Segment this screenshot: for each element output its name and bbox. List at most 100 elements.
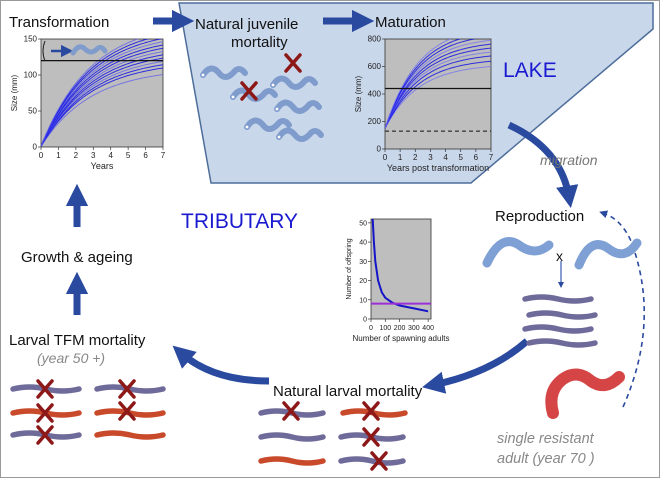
growth-curve bbox=[41, 64, 163, 147]
mortality-cross bbox=[362, 427, 380, 447]
growth-curve bbox=[41, 39, 139, 147]
dashed-arrow-resistant-to-reproduction bbox=[599, 210, 646, 408]
juvenile-eye bbox=[277, 135, 281, 139]
mortality-cross bbox=[282, 401, 300, 421]
label-lake: LAKE bbox=[503, 59, 557, 82]
y-tick-label: 10 bbox=[359, 297, 367, 304]
larva-offspring bbox=[522, 324, 594, 334]
x-tick-label: 4 bbox=[108, 151, 113, 160]
x-tick-label: 6 bbox=[474, 153, 479, 162]
maturation-curve bbox=[385, 66, 491, 129]
larva bbox=[258, 432, 326, 442]
x-tick-label: 1 bbox=[398, 153, 403, 162]
x-tick-label: 6 bbox=[143, 151, 148, 160]
juvenile-eye bbox=[201, 73, 205, 77]
larva-offspring bbox=[526, 338, 598, 348]
maturation-curve bbox=[385, 55, 491, 129]
juvenile-lamprey bbox=[200, 65, 248, 80]
x-tick-label: 5 bbox=[126, 151, 131, 160]
arrow-natural-to-tfm bbox=[172, 345, 270, 385]
x-tick-label: 3 bbox=[428, 153, 433, 162]
y-tick-label: 600 bbox=[368, 62, 382, 71]
y-tick-label: 100 bbox=[24, 71, 38, 80]
x-tick-label: 2 bbox=[74, 151, 79, 160]
maturation-curve bbox=[385, 43, 491, 129]
juvenile-eye bbox=[231, 95, 235, 99]
mortality-cross bbox=[284, 53, 302, 73]
y-axis-label: Size (mm) bbox=[10, 74, 19, 111]
y-tick-label: 150 bbox=[24, 35, 38, 44]
adult-lamprey bbox=[482, 237, 554, 268]
y-tick-label: 0 bbox=[377, 145, 382, 154]
larva-offspring bbox=[522, 294, 594, 304]
x-tick-label: 0 bbox=[383, 153, 388, 162]
mortality-cross bbox=[240, 81, 258, 101]
label-tributary: TRIBUTARY bbox=[181, 210, 298, 233]
maturation-curve bbox=[385, 39, 491, 129]
x-axis-label: Years bbox=[91, 161, 114, 171]
offspring-curve bbox=[371, 219, 429, 313]
y-tick-label: 30 bbox=[359, 259, 367, 266]
juvenile-lamprey bbox=[244, 117, 292, 132]
arrow-reproduction-to-larval bbox=[422, 338, 530, 394]
label-single-resistant-1: single resistant bbox=[497, 431, 595, 447]
y-tick-label: 50 bbox=[359, 220, 367, 227]
mortality-cross bbox=[36, 403, 54, 423]
growth-curve bbox=[41, 51, 163, 147]
larva bbox=[258, 456, 326, 466]
x-tick-label: 1 bbox=[56, 151, 61, 160]
maturation-curve bbox=[385, 39, 452, 129]
maturation-curve bbox=[385, 47, 491, 129]
growth-curve bbox=[41, 54, 163, 147]
label-maturation: Maturation bbox=[375, 14, 446, 31]
growth-curve bbox=[41, 74, 163, 147]
x-tick-label: 100 bbox=[379, 325, 391, 332]
label-juvenile-mortality-2: mortality bbox=[231, 34, 288, 51]
y-tick-label: 40 bbox=[359, 240, 367, 247]
x-tick-label: 3 bbox=[91, 151, 96, 160]
x-tick-label: 300 bbox=[408, 325, 420, 332]
x-tick-label: 7 bbox=[161, 151, 166, 160]
label-single-resistant-2: adult (year 70 ) bbox=[497, 451, 595, 467]
y-axis-label: Size (mm) bbox=[354, 75, 363, 112]
mortality-cross bbox=[118, 379, 136, 399]
growth-curve bbox=[41, 39, 163, 147]
y-tick-label: 20 bbox=[359, 278, 367, 285]
x-tick-label: 0 bbox=[369, 325, 373, 332]
growth-curve bbox=[41, 67, 163, 147]
y-tick-label: 0 bbox=[363, 317, 367, 324]
x-tick-label: 5 bbox=[458, 153, 463, 162]
size-bracket bbox=[42, 40, 46, 62]
label-cross: x bbox=[556, 248, 563, 264]
growth-curve bbox=[41, 47, 163, 147]
growth-curve bbox=[41, 41, 163, 147]
organism-illustrations bbox=[10, 53, 642, 471]
x-axis-label: Years post transformation bbox=[387, 163, 489, 173]
larva bbox=[338, 456, 406, 466]
label-transformation: Transformation bbox=[9, 14, 109, 31]
growth-curve bbox=[41, 44, 163, 147]
arrow-migration bbox=[507, 121, 579, 209]
growth-curve bbox=[41, 60, 163, 147]
larva bbox=[94, 430, 166, 440]
plot-area bbox=[370, 218, 432, 320]
label-natural-larval: Natural larval mortality bbox=[273, 383, 423, 400]
mortality-cross bbox=[370, 451, 388, 471]
label-larval-tfm: Larval TFM mortality bbox=[9, 332, 146, 349]
larva bbox=[94, 384, 166, 394]
growth-curve bbox=[41, 57, 163, 147]
maturation-curve bbox=[385, 60, 491, 129]
juvenile-lamprey bbox=[276, 127, 324, 142]
label-growth-ageing: Growth & ageing bbox=[21, 249, 133, 266]
mortality-cross bbox=[118, 401, 136, 421]
label-reproduction: Reproduction bbox=[495, 208, 584, 225]
x-tick-label: 400 bbox=[422, 325, 434, 332]
resistant-adult-lamprey bbox=[545, 368, 625, 419]
mortality-cross bbox=[36, 379, 54, 399]
mortality-cross bbox=[362, 401, 380, 421]
x-tick-label: 200 bbox=[394, 325, 406, 332]
label-juvenile-mortality-1: Natural juvenile bbox=[195, 16, 298, 33]
